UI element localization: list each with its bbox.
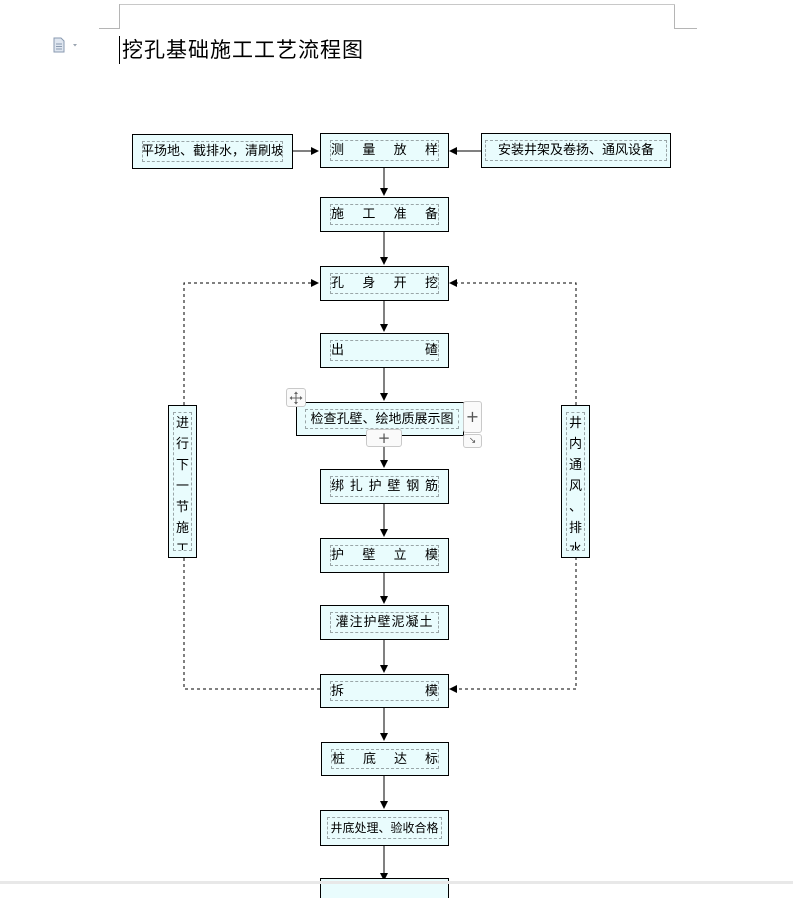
char: 拆 (331, 683, 345, 699)
char: 标 (424, 751, 438, 767)
flow-step-excavate[interactable]: 孔身开挖 (320, 266, 449, 301)
flow-step-text: 井底处理、验收合格 (327, 817, 442, 839)
char: 施 (331, 207, 345, 222)
resize-icon[interactable]: ↘ (463, 434, 482, 448)
flow-box-text: 安装井架及卷扬、通风设备 (485, 140, 667, 161)
page-corner-top-right (674, 4, 697, 29)
flow-step-text: 桩底 达 标 (331, 749, 439, 769)
char: 水 (568, 542, 582, 551)
flow-box-next-section[interactable]: 进 行 下 一 节 施 工 (168, 405, 197, 558)
char: 施 (175, 521, 189, 536)
char: 开 (393, 276, 407, 291)
flow-step-text: 孔身开挖 (330, 273, 439, 294)
char: 内 (568, 437, 582, 452)
flow-box-text: 平场地、截排水，清刷坡 (142, 141, 283, 162)
flow-step-survey[interactable]: 测量放样 (320, 133, 449, 168)
flow-step-text: 灌注护壁泥凝土 (330, 612, 439, 633)
flow-box-vertical-text: 进 行 下 一 节 施 工 (173, 412, 192, 551)
flow-step-rebar[interactable]: 绑扎护壁钢筋 (320, 469, 449, 504)
flow-step-prepare[interactable]: 施工准备 (320, 197, 449, 232)
char: 准 (393, 207, 407, 222)
char: 绑 (331, 479, 345, 494)
char: 孔 (331, 276, 345, 291)
char: 备 (424, 207, 438, 222)
char: 测 (331, 143, 345, 158)
right-loop-line-bottom (449, 557, 577, 693)
flow-step-text: 绑扎护壁钢筋 (330, 476, 439, 497)
char: 放 (393, 143, 407, 158)
flow-step-text: 检查孔壁、绘地质展示图 (305, 409, 459, 429)
flow-step-pile-bottom[interactable]: 桩底 达 标 (321, 742, 449, 776)
char: 风 (568, 479, 582, 494)
flow-step-bottom-accept[interactable]: 井底处理、验收合格 (320, 810, 449, 846)
document-title[interactable]: 挖孔基础施工工艺流程图 (119, 36, 364, 64)
char: 行 (175, 437, 189, 452)
char: 钢 (406, 479, 420, 494)
char: 节 (175, 500, 189, 515)
flow-step-text: 测量放样 (330, 140, 439, 161)
flow-step-text: 出碴 (330, 340, 439, 361)
char: 模 (424, 548, 438, 563)
flow-step-remove-form[interactable]: 拆模 (320, 674, 449, 708)
char: 一 (175, 479, 189, 494)
char: 达 (393, 751, 407, 767)
flow-step-text: 施工准备 (330, 204, 439, 225)
page-bottom-edge (0, 881, 793, 884)
page-top-edge (120, 4, 675, 5)
char: 工 (175, 542, 189, 551)
char: 样 (424, 143, 438, 158)
char: 身 (362, 276, 376, 291)
char: 壁 (387, 479, 401, 494)
char: 出 (331, 343, 345, 358)
char: 碴 (424, 343, 438, 358)
char: 筋 (424, 479, 438, 494)
flow-step-formwork[interactable]: 护壁立模 (320, 538, 449, 573)
char: 底 (362, 751, 376, 767)
char: 扎 (349, 479, 363, 494)
char: 模 (424, 683, 438, 699)
flow-box-site-prep[interactable]: 平场地、截排水，清刷坡 (132, 134, 293, 169)
flow-step-text: 拆模 (330, 681, 439, 701)
char: 桩 (332, 751, 346, 767)
char: 壁 (362, 548, 376, 563)
char: 井 (568, 416, 582, 431)
char: 护 (368, 479, 382, 494)
char: 量 (362, 143, 376, 158)
table-move-icon[interactable] (286, 388, 306, 407)
char: 工 (362, 207, 376, 222)
page-corner-top-left (99, 4, 120, 29)
flow-step-muck-out[interactable]: 出碴 (320, 333, 449, 368)
flow-step-text: 护壁立模 (330, 545, 439, 566)
char: 护 (331, 548, 345, 563)
right-loop-line-top (449, 279, 577, 405)
char: 立 (393, 548, 407, 563)
char: 、 (568, 500, 582, 515)
flow-box-ventilation[interactable]: 井 内 通 风 、 排 水 (561, 405, 590, 558)
add-row-plus-icon[interactable]: + (366, 429, 402, 447)
char: 进 (175, 416, 189, 431)
document-icon[interactable] (52, 37, 80, 53)
flow-box-equipment-install[interactable]: 安装井架及卷扬、通风设备 (481, 133, 671, 168)
flow-step-pour-concrete[interactable]: 灌注护壁泥凝土 (320, 605, 449, 640)
char: 通 (568, 458, 582, 473)
add-column-plus-icon[interactable]: + (463, 401, 482, 433)
left-loop-line (183, 279, 320, 690)
flow-box-vertical-text: 井 内 通 风 、 排 水 (566, 412, 585, 551)
char: 排 (568, 521, 582, 536)
char: 挖 (424, 276, 438, 291)
char: 下 (175, 458, 189, 473)
